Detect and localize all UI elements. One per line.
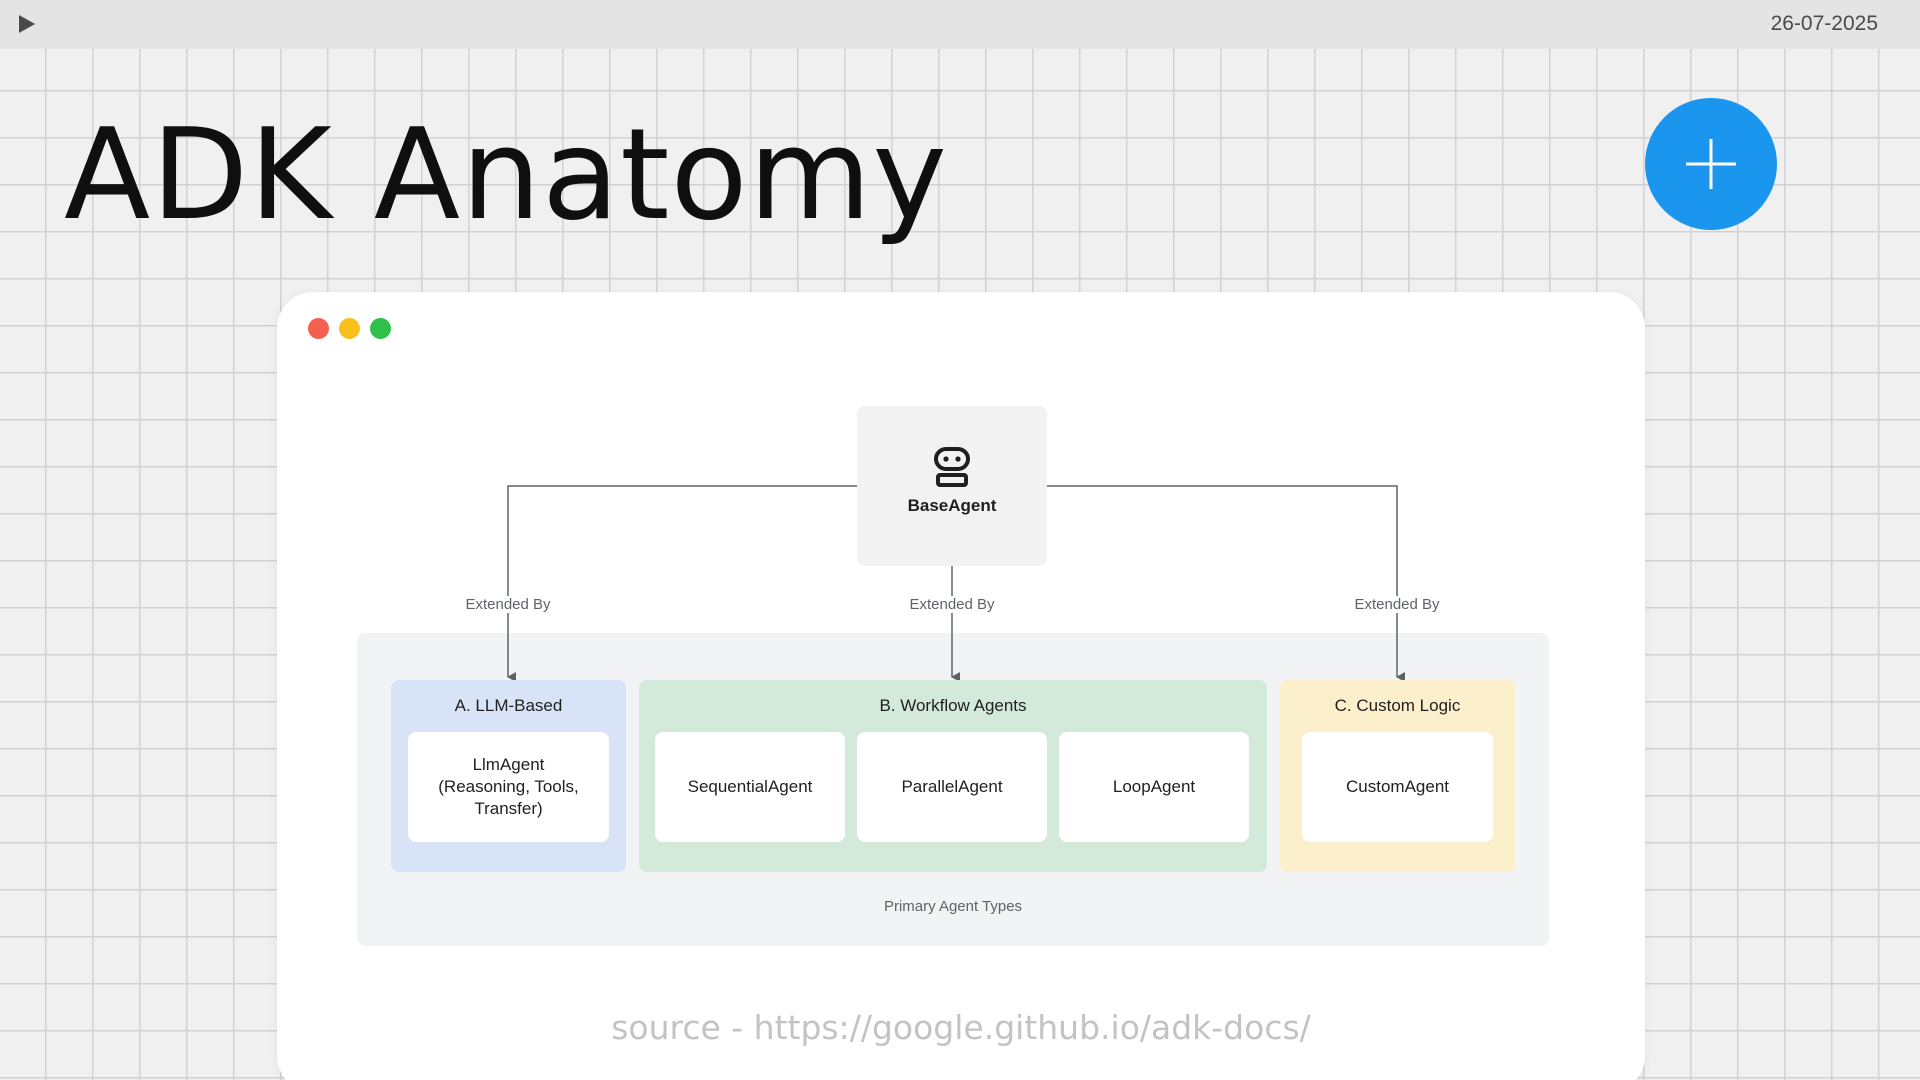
add-button[interactable] xyxy=(1645,98,1777,230)
panel-caption: Primary Agent Types xyxy=(883,898,1023,915)
group-title: B. Workflow Agents xyxy=(879,696,1027,715)
extended-by-label-llm: Extended By xyxy=(428,596,588,613)
group-workflow-agents: B. Workflow Agents SequentialAgent Paral… xyxy=(639,680,1267,872)
agent-card-sequentialagent[interactable]: SequentialAgent xyxy=(655,732,845,842)
agent-card-parallelagent[interactable]: ParallelAgent xyxy=(857,732,1047,842)
presentation-toolbar: 26-07-2025 xyxy=(0,0,1920,49)
agent-card-customagent[interactable]: CustomAgent xyxy=(1302,732,1493,842)
agent-card-llmagent[interactable]: LlmAgent (Reasoning, Tools, Transfer) xyxy=(408,732,609,842)
extended-by-label-workflow: Extended By xyxy=(872,596,1032,613)
connector-llm xyxy=(507,485,857,682)
connector-custom xyxy=(1047,485,1405,682)
window-maximize-dot[interactable] xyxy=(370,318,391,339)
play-icon[interactable] xyxy=(19,15,35,33)
slide-title: ADK Anatomy xyxy=(64,101,948,248)
slide-date: 26-07-2025 xyxy=(1770,12,1878,35)
group-custom-logic: C. Custom Logic CustomAgent xyxy=(1280,680,1515,872)
group-llm-based: A. LLM-Based LlmAgent (Reasoning, Tools,… xyxy=(391,680,626,872)
group-title: A. LLM-Based xyxy=(454,696,563,715)
robot-icon xyxy=(934,447,970,487)
group-title: C. Custom Logic xyxy=(1334,696,1461,715)
window-minimize-dot[interactable] xyxy=(339,318,360,339)
agent-card-loopagent[interactable]: LoopAgent xyxy=(1059,732,1249,842)
base-agent-label: BaseAgent xyxy=(907,496,997,515)
diagram-window: Extended By Extended By Extended By Base… xyxy=(277,292,1645,1080)
extended-by-label-custom: Extended By xyxy=(1317,596,1477,613)
base-agent-node[interactable]: BaseAgent xyxy=(857,406,1047,566)
window-close-dot[interactable] xyxy=(308,318,329,339)
source-link[interactable]: source - https://google.github.io/adk-do… xyxy=(611,1008,1311,1047)
diagram-connectors xyxy=(507,485,1405,682)
